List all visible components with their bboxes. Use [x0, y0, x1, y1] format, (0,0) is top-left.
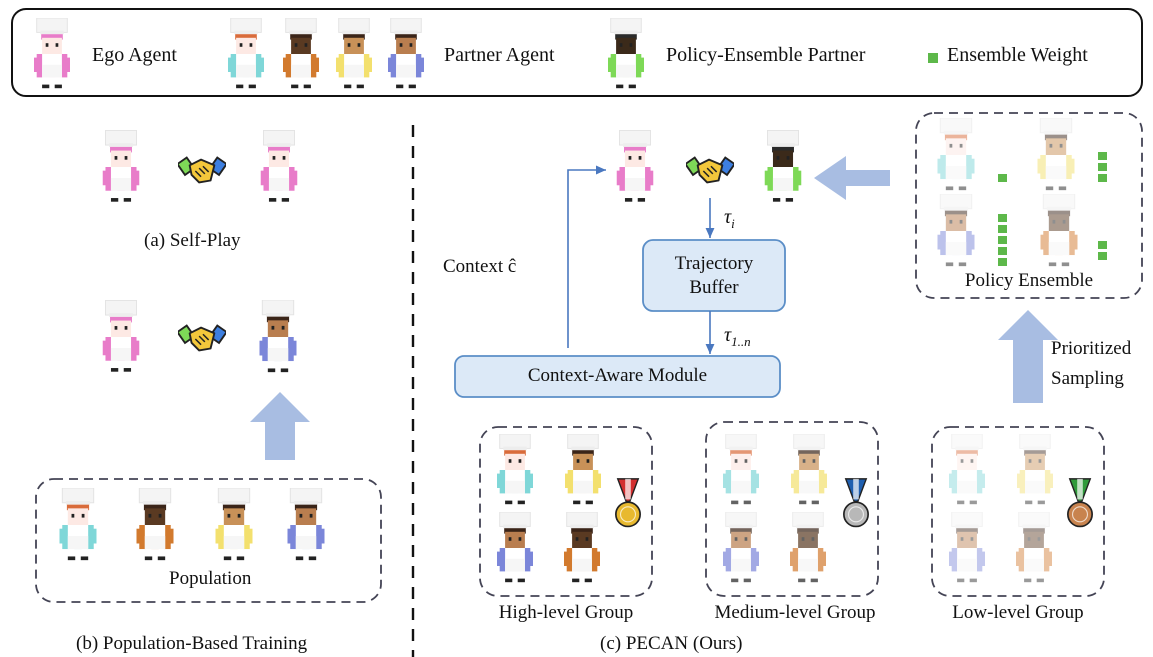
partner-agent-icon	[496, 512, 534, 583]
medal-gold-icon	[614, 478, 642, 528]
partner-agent-icon	[287, 488, 325, 561]
partner-agent-icon	[259, 300, 297, 373]
caption-a: (a) Self-Play	[144, 230, 241, 251]
policy-ensemble-partner-icon	[764, 130, 802, 203]
ego-agent-icon	[260, 130, 298, 203]
legend-ego-label: Ego Agent	[92, 44, 177, 66]
up-arrow	[250, 392, 310, 460]
partner-agent-icon	[937, 118, 975, 191]
legend-partner-label: Partner Agent	[444, 44, 555, 66]
partner-agent-icon	[937, 194, 975, 267]
legend-policy-partner-label: Policy-Ensemble Partner	[666, 44, 866, 66]
partner-agent-icon	[496, 434, 534, 505]
partner-agent-icon	[789, 512, 827, 583]
context-aware-module-box	[454, 355, 781, 398]
partner-agent-icon	[135, 488, 175, 561]
partner-agent-icon	[1037, 118, 1075, 191]
medal-bronze-icon	[1066, 478, 1094, 528]
handshake-icon	[686, 156, 734, 184]
ensemble-weights	[998, 152, 1107, 266]
partner-agent-icon	[948, 512, 986, 583]
partner-agent-icon	[1039, 194, 1079, 267]
partner-agent-icon	[59, 488, 97, 561]
ego-agent-icon	[102, 130, 140, 203]
medal-silver-icon	[842, 478, 870, 528]
low-level-group-label: Low-level Group	[952, 602, 1084, 623]
low-level-group-box	[931, 426, 1105, 597]
context-aware-module-label: Context-Aware Module	[527, 365, 708, 386]
partner-agent-icon	[790, 434, 828, 505]
trajectory-buffer-box	[642, 239, 786, 312]
ego-agent-icon	[102, 300, 140, 373]
partner-agent-icon	[948, 434, 986, 505]
prioritized-arrow	[998, 310, 1058, 403]
caption-b: (b) Population-Based Training	[76, 633, 308, 654]
partner-agent-icon	[722, 434, 760, 505]
tau-n-label: τ1..n	[724, 324, 751, 349]
high-level-group-box	[479, 426, 653, 597]
legend-weight-label: Ensemble Weight	[947, 44, 1088, 66]
partner-agent-icon	[722, 512, 760, 583]
population-label: Population	[169, 568, 252, 589]
tau-i-label: τi	[724, 206, 735, 231]
partner-agent-icon	[563, 512, 601, 583]
high-level-group-label: High-level Group	[498, 602, 634, 623]
population-box	[35, 478, 382, 603]
context-label: Context ĉ	[443, 256, 517, 277]
partner-agent-icon	[215, 488, 253, 561]
handshake-icon	[178, 324, 226, 352]
partner-agent-icon	[1016, 434, 1054, 505]
partner-agent-icon	[564, 434, 602, 505]
handshake-icon	[178, 156, 226, 184]
medium-level-group-label: Medium-level Group	[714, 602, 876, 623]
policy-ensemble-label: Policy Ensemble	[964, 270, 1094, 291]
ego-agent-icon	[616, 130, 654, 203]
policy-ensemble-box	[915, 112, 1143, 299]
partner-agent-icon	[1015, 512, 1053, 583]
caption-c: (c) PECAN (Ours)	[600, 633, 743, 654]
medium-level-group-box	[705, 421, 879, 597]
context-arrow	[567, 165, 606, 348]
left-arrow	[814, 156, 890, 200]
ensemble-weight-icon	[928, 53, 938, 63]
